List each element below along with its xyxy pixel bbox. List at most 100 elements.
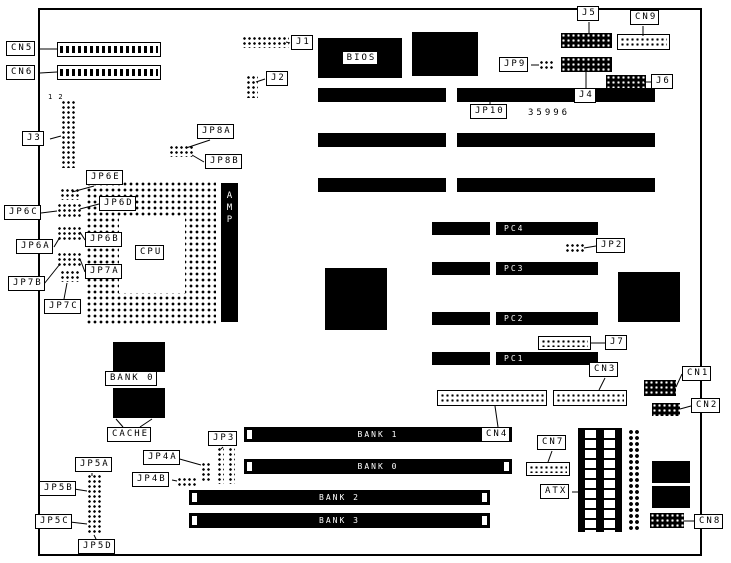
jp8-jumper-block xyxy=(169,145,195,157)
label-jp6a: JP6A xyxy=(16,239,53,254)
pci-slot-2b: PC2 xyxy=(496,312,598,325)
isa-slot-1b xyxy=(457,88,655,102)
jp6c-jp6d-jumpers xyxy=(57,203,83,217)
label-jp3: JP3 xyxy=(208,431,238,446)
cn8-connector xyxy=(650,513,684,528)
pci-slot-1a xyxy=(432,352,490,365)
cn4-connector xyxy=(437,390,547,406)
power-pin-column xyxy=(628,429,640,531)
isa-slot-1a xyxy=(318,88,446,102)
label-jp6e: JP6E xyxy=(86,170,123,185)
label-bank0-cache: BANK 0 xyxy=(105,371,157,386)
j7-connector xyxy=(538,336,591,350)
jp3-pin-strip-1 xyxy=(217,447,224,484)
isa-slot-2a xyxy=(318,133,446,147)
pci-slot-2a xyxy=(432,312,490,325)
j4-connector xyxy=(561,57,612,72)
label-jp5a: JP5A xyxy=(75,457,112,472)
pin1-marker: 1 2 xyxy=(48,93,64,101)
cn6-connector xyxy=(57,65,161,80)
label-cpu: CPU xyxy=(135,245,165,260)
io-chip-right xyxy=(618,272,680,322)
pci4-label: PC4 xyxy=(504,224,525,233)
cn9-connector xyxy=(617,34,670,50)
label-jp5b: JP5B xyxy=(39,481,76,496)
keyboard-port xyxy=(652,461,690,483)
bios-chip-label: BIOS xyxy=(342,52,378,64)
label-jp6d: JP6D xyxy=(99,196,136,211)
pci2-label: PC2 xyxy=(504,314,525,323)
cn1-connector xyxy=(644,380,676,396)
label-cn3: CN3 xyxy=(589,362,619,377)
jp5-jumper-block xyxy=(87,474,102,535)
label-jp5d: JP5D xyxy=(78,539,115,554)
label-cn9: CN9 xyxy=(630,10,660,25)
jp2-jumper xyxy=(565,243,584,252)
simm-slot-bank1: BANK 1 xyxy=(244,427,512,442)
chipset-chip-top xyxy=(412,32,478,76)
label-cn5: CN5 xyxy=(6,41,36,56)
jp9-jumper xyxy=(539,60,554,69)
label-jp4b: JP4B xyxy=(132,472,169,487)
j3-connector xyxy=(61,100,75,168)
bank0-label: BANK 0 xyxy=(357,462,399,471)
pci-slot-1b: PC1 xyxy=(496,352,598,365)
cn7-connector xyxy=(526,462,570,476)
j5-connector xyxy=(561,33,612,48)
isa-slot-3b xyxy=(457,178,655,192)
jp7a-jp7b-jumpers xyxy=(57,252,83,266)
simm-slot-bank3: BANK 3 xyxy=(189,513,490,528)
jp3-pin-strip-2 xyxy=(228,447,235,484)
cache-chip-2 xyxy=(113,388,165,418)
pci3-label: PC3 xyxy=(504,264,525,273)
pci-slot-3b: PC3 xyxy=(496,262,598,275)
label-j3: J3 xyxy=(22,131,44,146)
pci-slot-4b: PC4 xyxy=(496,222,598,235)
label-jp6c: JP6C xyxy=(4,205,41,220)
label-cn1: CN1 xyxy=(682,366,712,381)
label-cn2: CN2 xyxy=(691,398,721,413)
label-cn6: CN6 xyxy=(6,65,36,80)
cache-chip-1 xyxy=(113,342,165,372)
atx-power-connector xyxy=(578,428,622,532)
jp7c-jumper xyxy=(60,270,80,282)
label-j5: J5 xyxy=(577,6,599,21)
label-cn4: CN4 xyxy=(481,427,511,442)
label-jp5c: JP5C xyxy=(35,514,72,529)
pci-slot-4a xyxy=(432,222,490,235)
cn2-connector xyxy=(652,403,680,416)
label-jp6b: JP6B xyxy=(85,232,122,247)
label-cn7: CN7 xyxy=(537,435,567,450)
simm-slot-bank2: BANK 2 xyxy=(189,490,490,505)
label-jp8a: JP8A xyxy=(197,124,234,139)
label-jp7c: JP7C xyxy=(44,299,81,314)
bank3-label: BANK 3 xyxy=(319,516,360,525)
label-j1: J1 xyxy=(291,35,313,50)
label-jp9: JP9 xyxy=(499,57,529,72)
amp-label: AMP xyxy=(224,191,235,227)
j2-connector xyxy=(246,75,258,98)
label-j7: J7 xyxy=(605,335,627,350)
mouse-port xyxy=(652,486,690,508)
jp4b-jumper xyxy=(177,477,196,486)
label-cn8: CN8 xyxy=(694,514,724,529)
board-number: 35996 xyxy=(528,108,571,118)
label-jp4a: JP4A xyxy=(143,450,180,465)
cn5-connector xyxy=(57,42,161,57)
label-j6: J6 xyxy=(651,74,673,89)
chipset-chip-middle xyxy=(325,268,387,330)
amp-regulator: AMP xyxy=(221,183,238,322)
label-jp2: JP2 xyxy=(596,238,626,253)
label-j4: J4 xyxy=(574,88,596,103)
isa-slot-3a xyxy=(318,178,446,192)
bank1-label: BANK 1 xyxy=(357,430,399,439)
jp6a-jp6b-jumpers xyxy=(57,226,83,240)
label-jp7b: JP7B xyxy=(8,276,45,291)
label-j2: J2 xyxy=(266,71,288,86)
pci1-label: PC1 xyxy=(504,354,525,363)
j6-connector xyxy=(606,75,646,88)
bios-chip: BIOS xyxy=(318,38,402,78)
simm-slot-bank0: BANK 0 xyxy=(244,459,512,474)
label-jp7a: JP7A xyxy=(85,264,122,279)
